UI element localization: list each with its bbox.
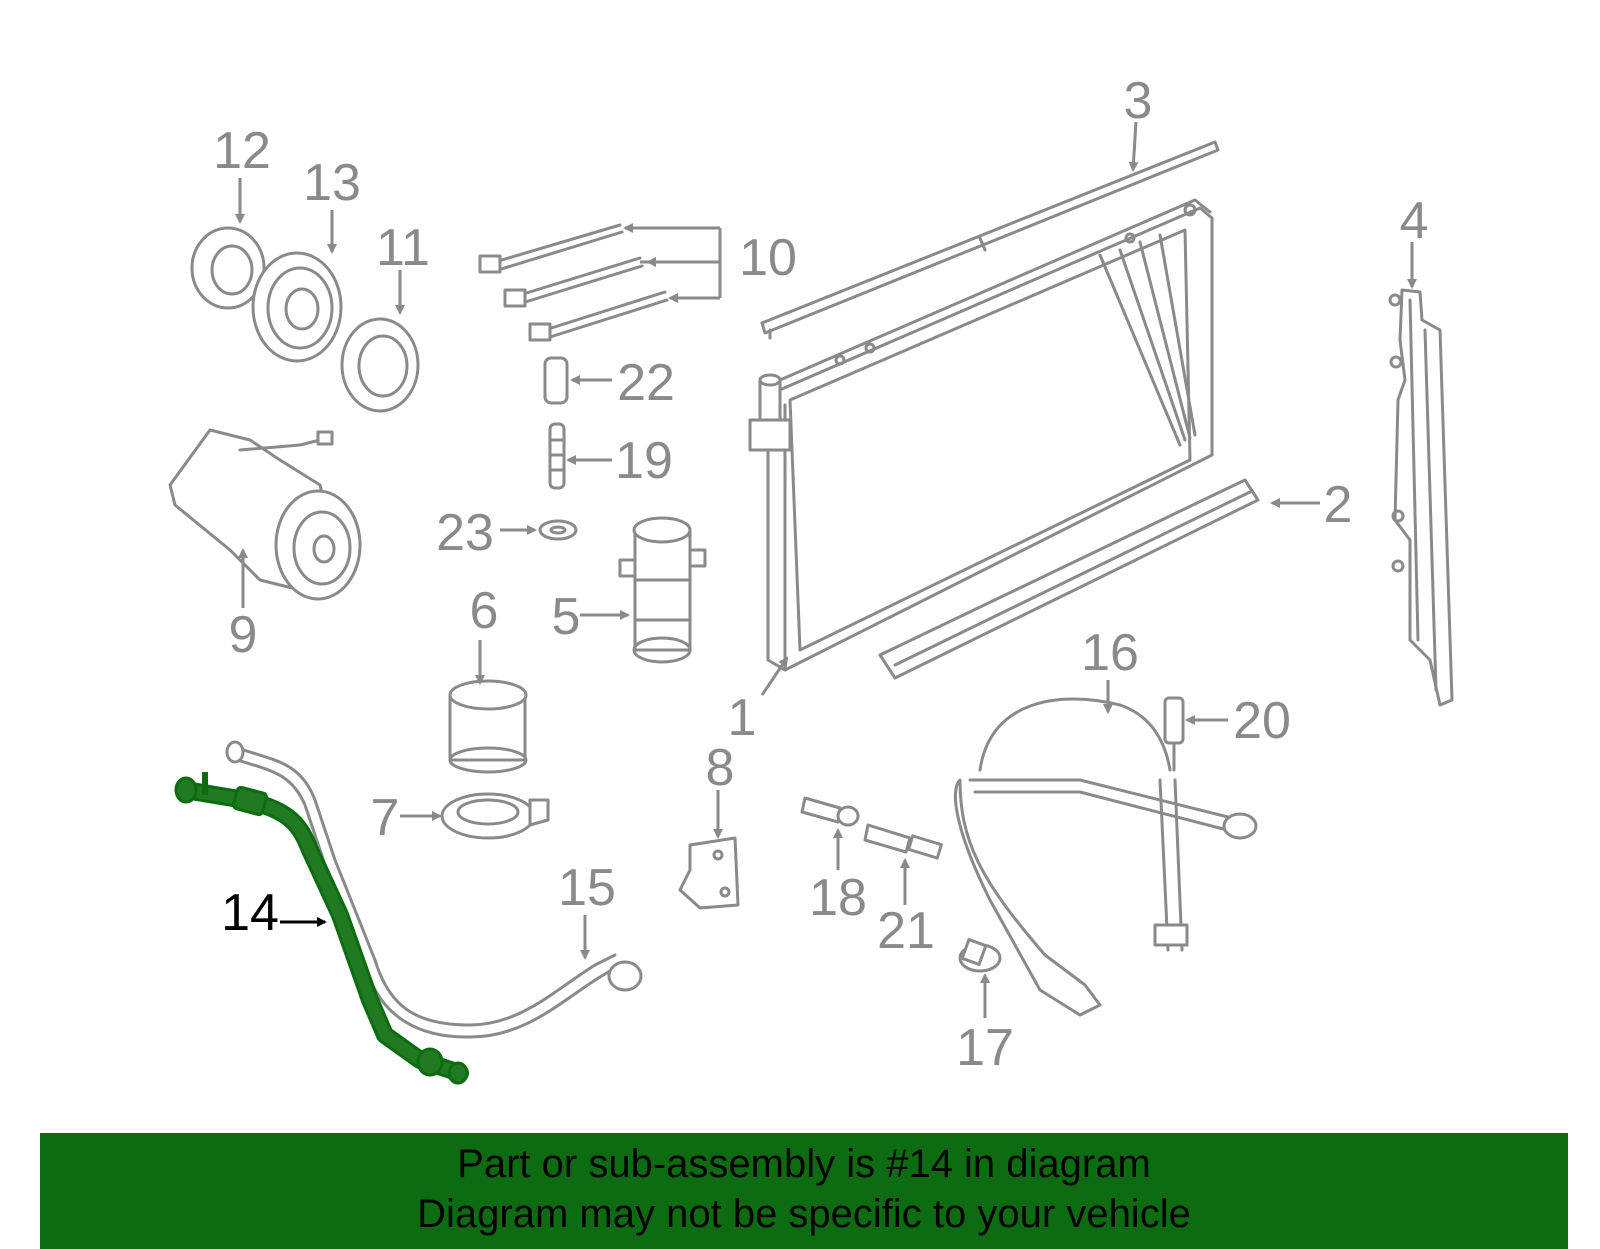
part-22-spacer xyxy=(543,356,569,405)
callout-label: 13 xyxy=(303,154,361,212)
callout-label: 2 xyxy=(1324,476,1353,534)
part-16-hose xyxy=(954,697,1258,1017)
banner-line-part: Part or sub-assembly is #14 in diagram xyxy=(457,1142,1151,1186)
callout-label: 10 xyxy=(739,229,797,287)
callout-label: 9 xyxy=(229,606,258,664)
callout-label: 14 xyxy=(221,884,279,942)
part-23-washer xyxy=(538,519,578,541)
info-banner: Part or sub-assembly is #14 in diagram D… xyxy=(40,1133,1568,1249)
part-7-bracket xyxy=(440,792,550,840)
banner-line-disclaimer: Diagram may not be specific to your vehi… xyxy=(417,1192,1191,1236)
part-10-bolts xyxy=(478,223,669,342)
part-3-upper-seal xyxy=(760,140,1220,340)
part-8-mount-bracket xyxy=(678,836,740,910)
part-2-lower-seal xyxy=(878,478,1260,680)
part-1-condenser xyxy=(748,198,1214,672)
part-15-line xyxy=(225,740,643,1039)
callout-label: 12 xyxy=(213,122,271,180)
part-17-sensor xyxy=(958,938,1002,973)
part-12-coil xyxy=(190,226,266,310)
callout-label: 19 xyxy=(615,432,673,490)
part-19-stud xyxy=(548,422,566,490)
part-13-pulley xyxy=(251,251,343,363)
part-11-hub xyxy=(340,317,420,413)
callout-label: 23 xyxy=(436,504,494,562)
leader-lines xyxy=(235,121,1417,1018)
callout-label: 1 xyxy=(728,689,757,747)
callout-label: 20 xyxy=(1233,692,1291,750)
callout-label: 15 xyxy=(558,859,616,917)
callout-label: 17 xyxy=(956,1019,1014,1077)
callout-label: 4 xyxy=(1400,192,1429,250)
callout-label: 16 xyxy=(1081,624,1139,682)
part-9-compressor xyxy=(168,428,362,601)
callout-label: 5 xyxy=(552,588,581,646)
part-6-sleeve xyxy=(448,679,528,774)
callout-label: 18 xyxy=(809,869,867,927)
callout-label: 6 xyxy=(470,582,499,640)
callout-label: 8 xyxy=(706,739,735,797)
part-4-side-bracket xyxy=(1388,288,1454,707)
part-20-valve xyxy=(1163,696,1185,772)
callout-label: 21 xyxy=(877,902,935,960)
callout-label: 22 xyxy=(617,354,675,412)
callout-labels: 1 2 3 4 5 6 7 8 9 10 11 12 13 14 15 16 1… xyxy=(213,72,1428,1077)
part-14-discharge-hose[interactable] xyxy=(174,772,469,1085)
part-5-drier xyxy=(618,516,707,664)
callout-label: 7 xyxy=(371,789,400,847)
callout-label: 3 xyxy=(1124,72,1153,130)
callout-label: 11 xyxy=(376,219,430,277)
part-18-fitting xyxy=(800,796,860,827)
part-21-switch xyxy=(863,823,943,860)
